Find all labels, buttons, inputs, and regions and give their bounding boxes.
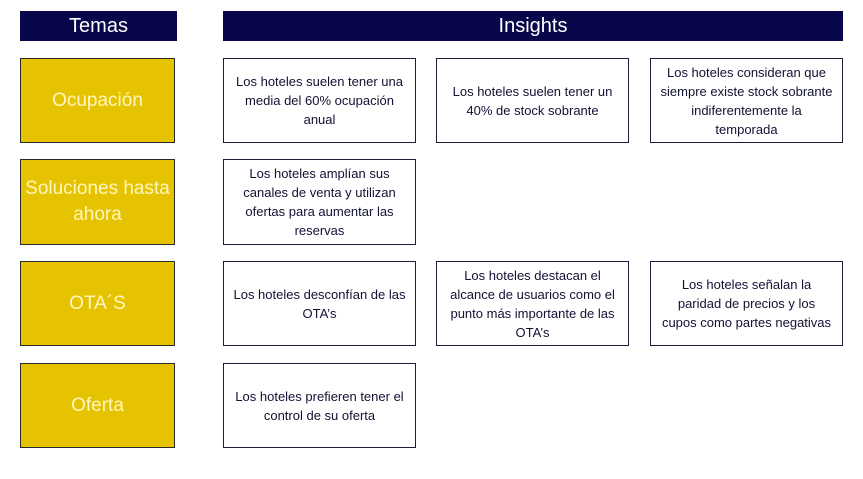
insight-box: Los hoteles consideran que siempre exist…: [650, 58, 843, 143]
insight-box: Los hoteles destacan el alcance de usuar…: [436, 261, 629, 346]
insight-box: Los hoteles desconfían de las OTA’s: [223, 261, 416, 346]
tema-oferta: Oferta: [20, 363, 175, 448]
insight-box: Los hoteles amplían sus canales de venta…: [223, 159, 416, 245]
insight-box: Los hoteles prefieren tener el control d…: [223, 363, 416, 448]
insight-box: Los hoteles señalan la paridad de precio…: [650, 261, 843, 346]
tema-otas: OTA´S: [20, 261, 175, 346]
temas-header: Temas: [20, 11, 177, 41]
tema-ocupacion: Ocupación: [20, 58, 175, 143]
insight-box: Los hoteles suelen tener una media del 6…: [223, 58, 416, 143]
tema-soluciones: Soluciones hasta ahora: [20, 159, 175, 245]
insights-header: Insights: [223, 11, 843, 41]
insight-box: Los hoteles suelen tener un 40% de stock…: [436, 58, 629, 143]
